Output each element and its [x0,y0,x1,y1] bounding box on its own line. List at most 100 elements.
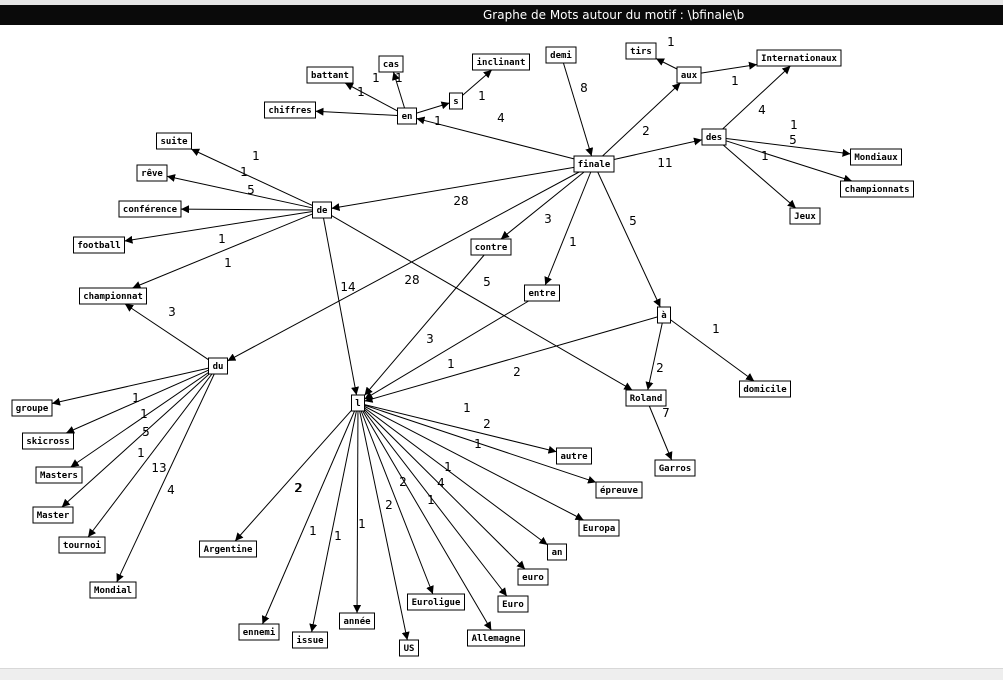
node-label: Mondiaux [854,152,898,163]
edge-du-master: 1 [61,373,210,508]
edge-weight: 1 [395,71,403,85]
node-tirs: tirs [625,42,657,60]
node-label: conférence [123,204,178,215]
node-euro_low: euro [517,568,549,586]
edge-l-argentine: 2 [234,409,352,542]
edge-line [364,407,548,546]
node-cas: cas [378,55,404,73]
edge-finale-a: 5 [597,171,661,308]
node-box [625,42,657,60]
node-box [351,394,365,412]
edge-line [645,322,663,391]
node-label: contre [475,243,508,253]
node-suite: suite [156,132,192,150]
edge-en-s: 1 [372,71,450,114]
edge-des-championnats: 5 [725,133,853,183]
node-us: US [399,639,419,657]
node-box [470,238,512,256]
edge-line [364,316,658,403]
node-garros: Garros [654,459,696,477]
node-label: suite [160,136,188,147]
node-masters: Masters [35,466,83,484]
node-label: domicile [743,384,787,395]
node-demi: demi [545,46,577,64]
node-box [11,399,53,417]
edge-weight: 13 [151,461,166,475]
node-label: tournoi [63,540,102,551]
node-epreuve: épreuve [595,481,643,499]
edge-line [725,137,851,157]
node-du: du [208,357,228,375]
edge-weight: 4 [497,111,505,125]
node-jeux: Jeux [789,207,821,225]
node-label: Masters [40,471,78,481]
edge-weight: 1 [478,89,486,103]
node-contre: contre [470,238,512,256]
node-label: rêve [141,168,163,179]
node-box [79,287,147,305]
edge-en-chiffres: 1 [315,107,442,128]
top-strip [0,0,1003,5]
edge-line [602,82,681,157]
edge-weight: 3 [426,332,434,346]
node-box [306,66,354,84]
edge-line [315,107,398,117]
node-roland: Roland [625,389,667,407]
edge-line [116,373,215,583]
edge-weight: 2 [642,124,650,138]
node-label: des [706,133,722,143]
node-s: s [449,92,463,110]
edge-weight: 1 [712,322,720,336]
node-label: euro [522,573,544,583]
edge-weight: 1 [252,149,260,163]
edge-weight: 1 [474,437,482,451]
node-mondiaux: Mondiaux [850,148,902,166]
edge-line [722,65,791,130]
node-groupe: groupe [11,399,53,417]
node-box [199,540,257,558]
node-an: an [547,543,567,561]
node-box [850,148,902,166]
node-conference: conférence [118,200,182,218]
node-label: Roland [630,394,663,404]
node-finale: finale [573,155,615,173]
edge-de-reve: 1 [166,165,313,209]
edge-line [363,410,508,597]
edge-finale-contre: 3 [500,171,585,240]
edge-weight: 1 [447,357,455,371]
edge-weight: 1 [444,460,452,474]
edge-weight: 1 [140,407,148,421]
edge-l-an: 1 [364,407,548,546]
node-box [378,55,404,73]
edge-weight: 5 [483,275,491,289]
edge-line [700,61,758,74]
edge-weight: 2 [295,481,303,495]
edge-weight: 1 [434,114,442,128]
node-box [840,180,914,198]
node-label: Jeux [794,212,816,222]
node-label: finale [578,159,611,170]
node-label: US [404,644,415,654]
node-inclinant: inclinant [472,53,530,71]
edge-weight: 1 [731,74,739,88]
edge-weight: 2 [656,361,664,375]
edge-weight: 2 [399,475,407,489]
edge-weight: 2 [483,417,491,431]
node-label: aux [681,71,698,81]
edge-des-jeux: 1 [722,144,797,209]
edge-entre-l: 1 [364,300,529,400]
edge-weight: 1 [372,71,380,85]
edge-line [416,101,450,114]
edge-line [344,82,398,112]
edge-weight: 4 [437,476,445,490]
node-box [467,629,525,647]
node-box [22,432,74,450]
node-box [625,389,667,407]
edge-line [70,372,209,468]
node-label: année [343,616,371,627]
edge-weight: 1 [137,446,145,460]
edge-line [261,410,356,625]
node-entre: entre [524,284,560,302]
node-box [32,506,74,524]
